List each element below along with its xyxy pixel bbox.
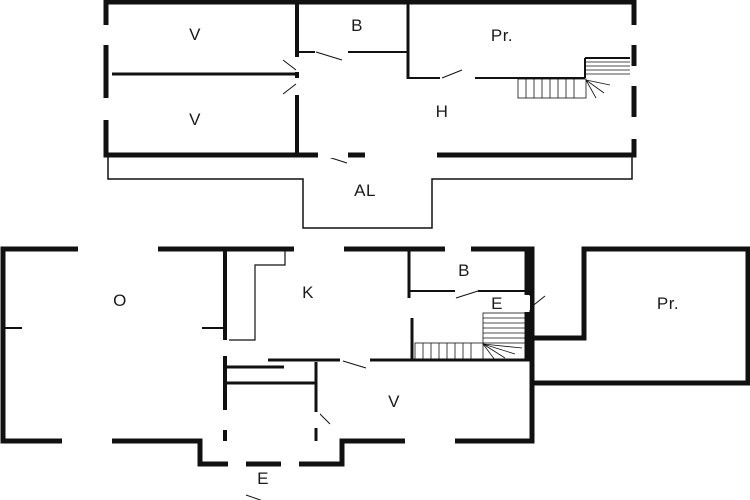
ground-floor-windows (62, 246, 530, 467)
room-label-upper-bedroom-2: V (189, 110, 201, 129)
ground-floor (0, 246, 750, 500)
room-label-ground-entry-2: E (257, 469, 269, 488)
room-label-ground-bath: B (458, 261, 470, 280)
room-label-ground-bedroom: V (388, 392, 400, 411)
room-label-upper-bedroom-1: V (189, 25, 201, 44)
room-label-ground-kitchen: K (302, 283, 314, 302)
room-label-upper-hall: H (435, 102, 449, 121)
room-label-upper-balcony: AL (354, 181, 376, 200)
room-label-upper-bath: B (351, 16, 363, 35)
room-label-upper-pr: Pr. (490, 26, 514, 45)
room-label-ground-pr: Pr. (656, 294, 680, 313)
upper-floor-windows (103, 25, 637, 158)
room-label-ground-entry-1: E (491, 294, 503, 313)
room-label-ground-living: O (113, 291, 127, 310)
